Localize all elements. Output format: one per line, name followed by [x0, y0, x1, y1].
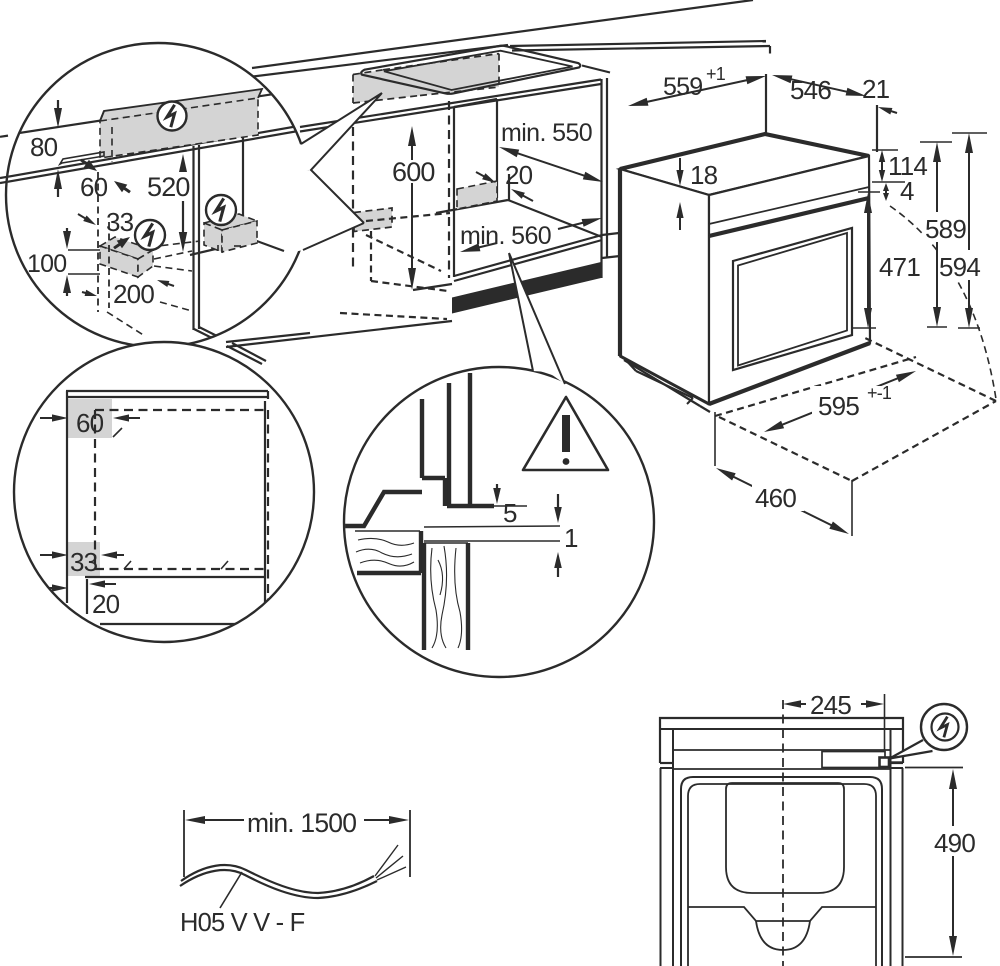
svg-text:H05 V V - F: H05 V V - F: [180, 909, 305, 937]
svg-text:60: 60: [76, 408, 104, 438]
svg-text:114: 114: [888, 151, 927, 181]
svg-text:471: 471: [879, 252, 920, 282]
svg-text:100: 100: [27, 250, 66, 278]
svg-text:21: 21: [862, 74, 890, 104]
svg-text:min. 1500: min. 1500: [247, 808, 356, 838]
svg-text:min. 560: min. 560: [460, 222, 551, 250]
svg-text:594: 594: [939, 252, 980, 282]
svg-text:20: 20: [92, 589, 120, 619]
svg-text:460: 460: [755, 483, 796, 513]
svg-text:60: 60: [80, 172, 108, 202]
svg-text:18: 18: [690, 160, 718, 190]
svg-text:33: 33: [70, 547, 98, 577]
svg-text:1: 1: [564, 523, 578, 553]
svg-text:490: 490: [934, 828, 975, 858]
svg-text:559: 559: [663, 73, 702, 101]
svg-text:200: 200: [113, 279, 154, 309]
svg-text:+-1: +-1: [867, 383, 892, 403]
svg-text:33: 33: [106, 207, 134, 237]
svg-text:20: 20: [505, 160, 533, 190]
svg-text:5: 5: [503, 498, 517, 528]
svg-text:546: 546: [790, 75, 831, 105]
svg-text:80: 80: [30, 132, 58, 162]
svg-text:+1: +1: [706, 64, 726, 84]
svg-text:595: 595: [818, 391, 859, 421]
svg-text:600: 600: [392, 157, 435, 187]
svg-text:520: 520: [147, 172, 190, 202]
svg-text:589: 589: [925, 214, 966, 244]
svg-text:min. 550: min. 550: [501, 119, 592, 147]
svg-text:4: 4: [900, 176, 914, 206]
svg-text:245: 245: [810, 690, 851, 720]
